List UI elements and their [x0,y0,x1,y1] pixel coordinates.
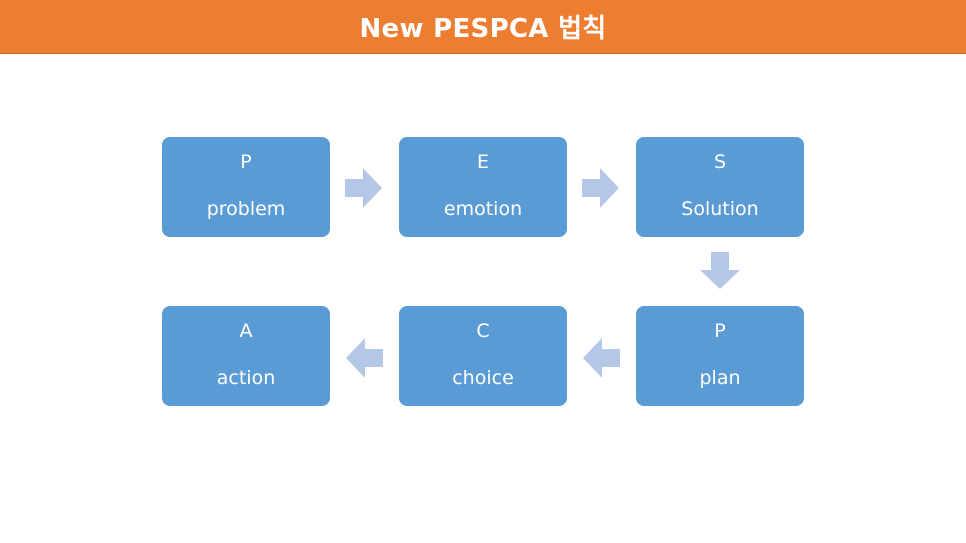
step-word: problem [206,198,286,220]
arrow-down-icon [700,252,740,289]
step-word: action [216,367,276,389]
step-box-emotion: E emotion [399,137,567,237]
arrow-left-icon [583,338,620,378]
step-word: emotion [443,198,523,220]
step-letter: C [476,320,490,342]
step-word: Solution [681,198,759,220]
step-box-solution: S Solution [636,137,804,237]
step-word: choice [452,367,514,389]
step-box-problem: P problem [162,137,330,237]
step-letter: P [240,151,252,173]
arrow-right-icon [345,168,382,208]
arrow-left-icon [346,338,383,378]
arrow-right-icon [582,168,619,208]
step-box-action: A action [162,306,330,406]
step-box-plan: P plan [636,306,804,406]
title-bar: New PESPCA 법칙 [0,0,966,54]
step-box-choice: C choice [399,306,567,406]
step-word: plan [699,367,741,389]
page-title: New PESPCA 법칙 [359,14,607,44]
step-letter: A [239,320,253,342]
step-letter: E [476,151,489,173]
step-letter: P [714,320,726,342]
step-letter: S [713,151,727,173]
